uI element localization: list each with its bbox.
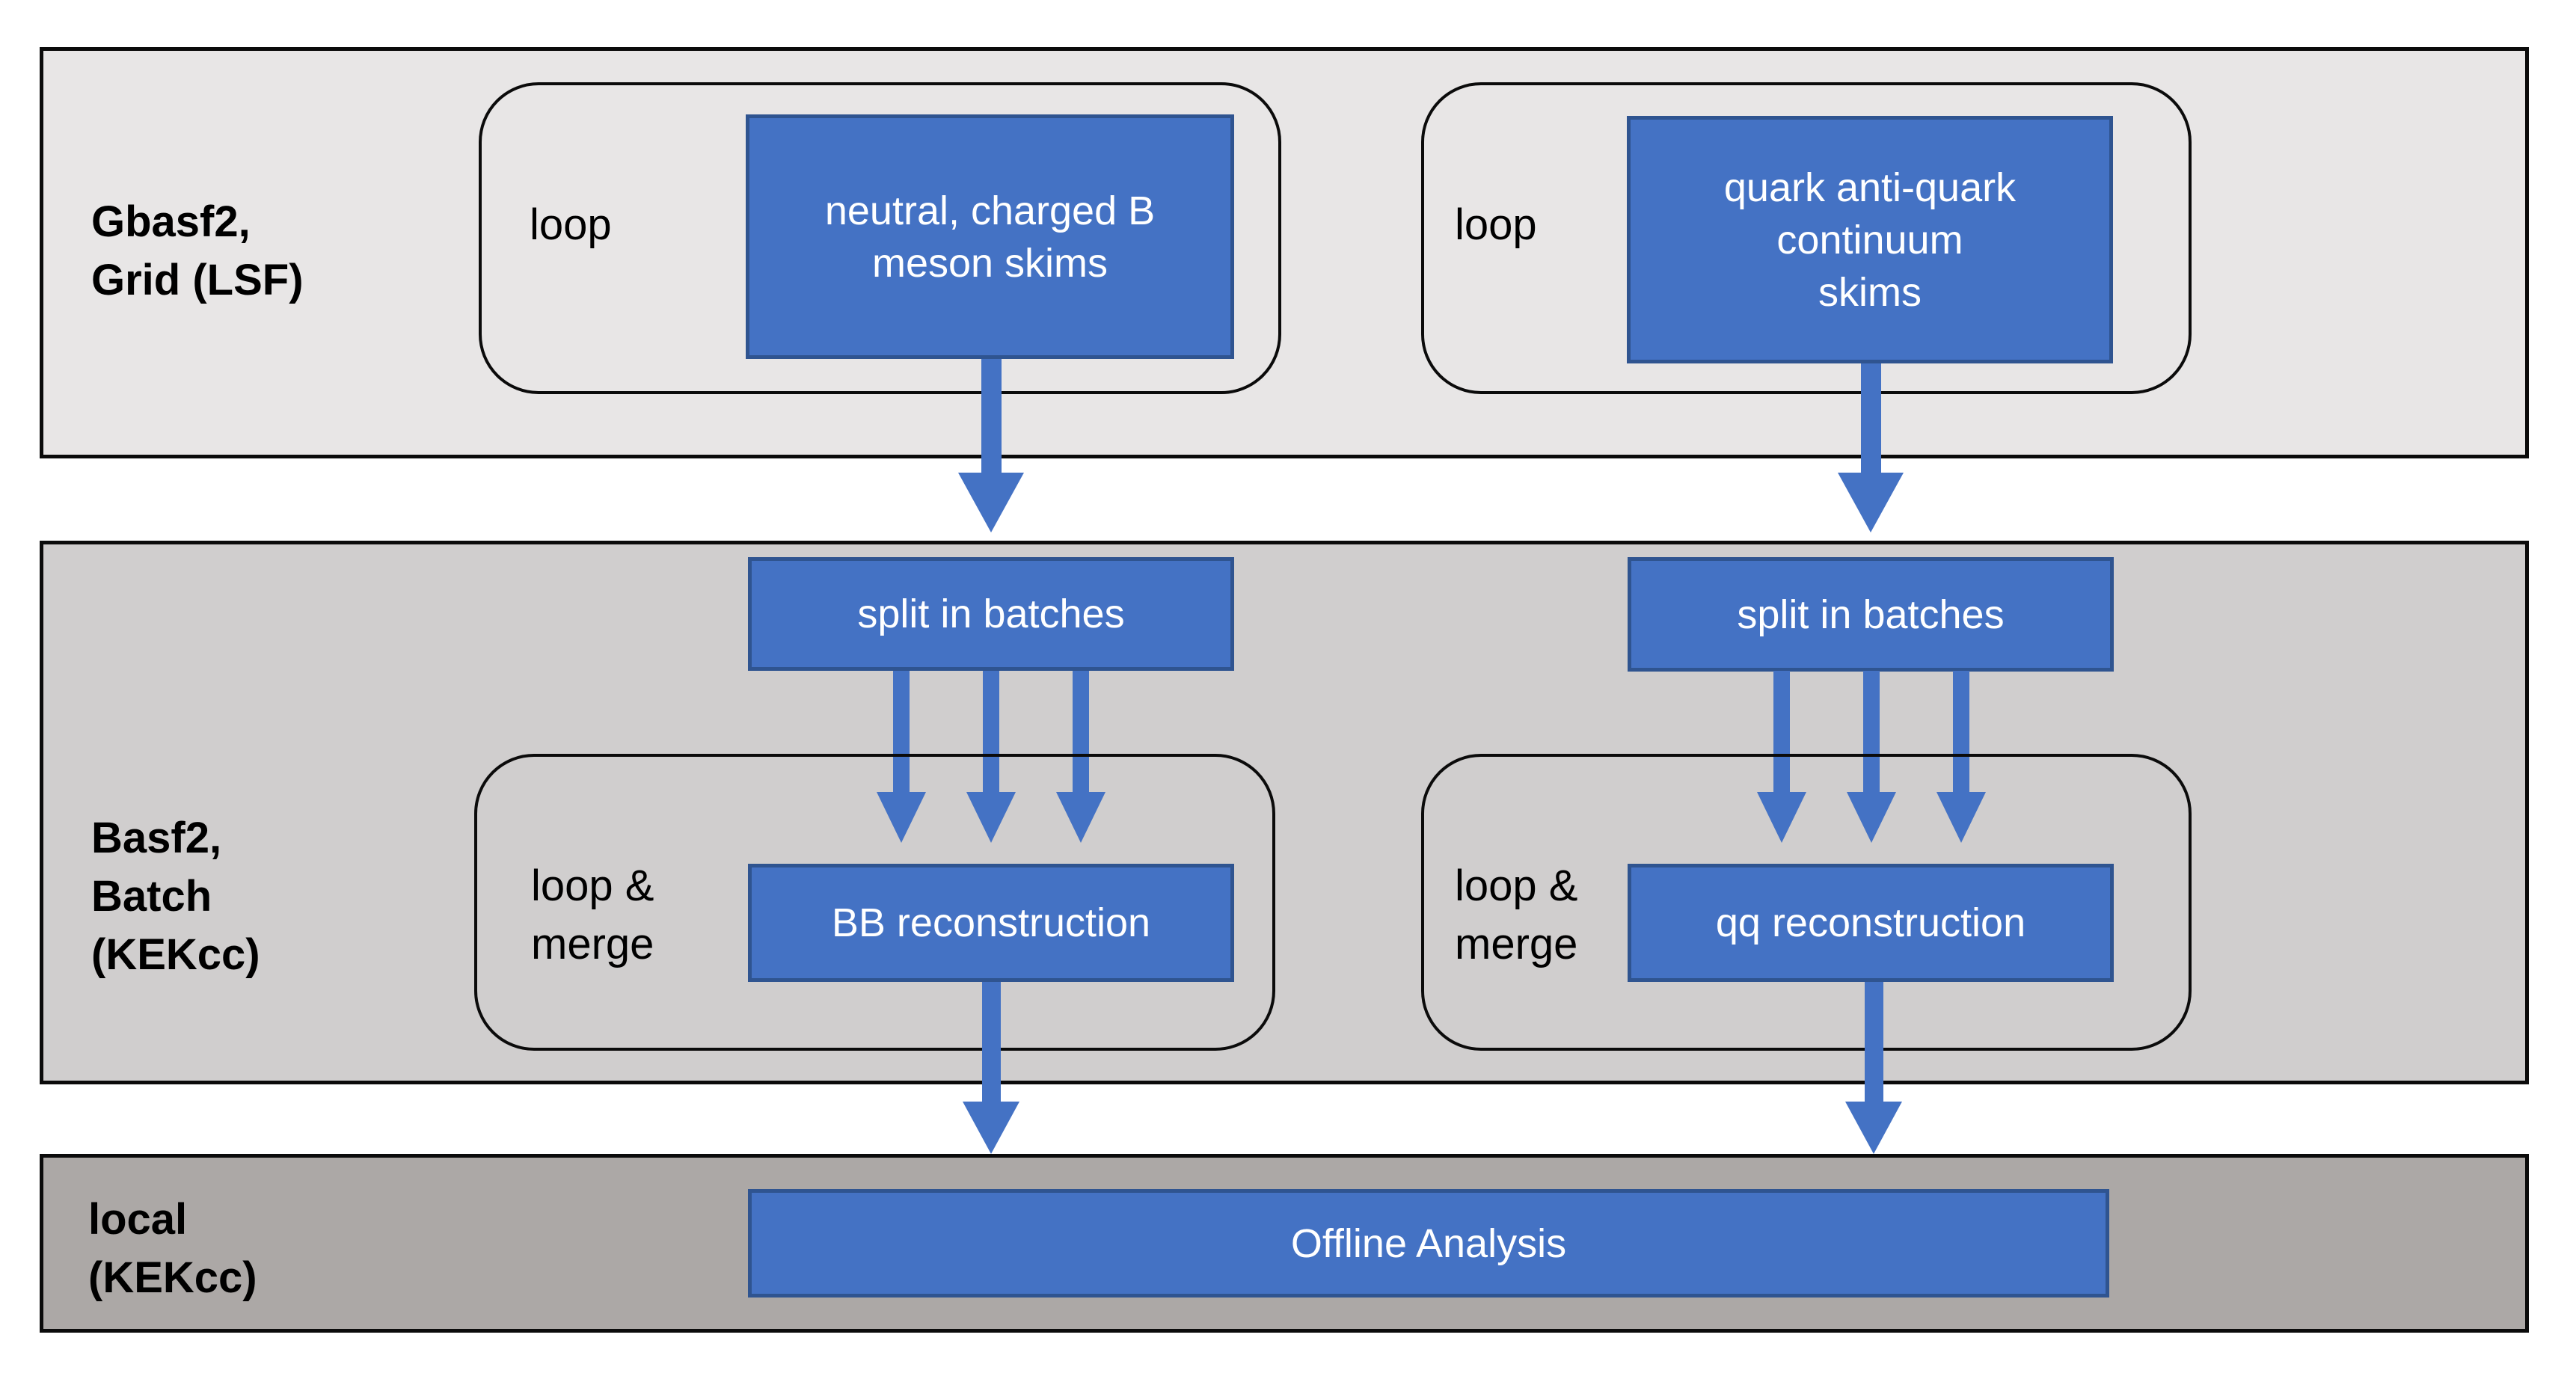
loop-container-merge-right (1421, 754, 2192, 1051)
arrow-head (1845, 1102, 1902, 1154)
arrow-skims-to-split-left-icon (958, 359, 1024, 532)
arrow-batch-right-1-icon (1757, 671, 1806, 843)
arrow-batch-right-3-icon (1936, 671, 1986, 843)
node-b-meson-skims: neutral, charged B meson skims (746, 114, 1234, 359)
arrow-batch-left-1-icon (877, 671, 926, 843)
loop-container-merge-left (474, 754, 1275, 1051)
band-grid-label: Gbasf2, Grid (LSF) (91, 197, 304, 304)
node-offline-analysis: Offline Analysis (748, 1189, 2109, 1298)
band-grid (40, 47, 2529, 458)
loop-merge-label-right: loop & merge (1455, 862, 1578, 968)
arrow-batch-left-2-icon (966, 671, 1016, 843)
arrow-head (1838, 473, 1904, 532)
arrow-recon-to-offline-left-icon (963, 982, 1019, 1154)
loop-container-skims-left (479, 82, 1281, 394)
band-local-label: local (KEKcc) (88, 1195, 257, 1302)
node-bb-reconstruction: BB reconstruction (748, 864, 1234, 982)
arrow-batch-right-2-icon (1847, 671, 1896, 843)
arrow-skims-to-split-right-icon (1838, 363, 1904, 532)
node-split-in-batches-right: split in batches (1628, 557, 2114, 672)
arrow-shaft (1860, 363, 1881, 473)
band-batch-label: Basf2, Batch (KEKcc) (91, 814, 260, 979)
arrow-shaft (1864, 982, 1883, 1102)
loop-label-right: loop (1455, 200, 1537, 249)
arrow-shaft (981, 982, 1001, 1102)
arrow-batch-left-3-icon (1056, 671, 1105, 843)
node-split-in-batches-left: split in batches (748, 557, 1234, 671)
loop-merge-label-left: loop & merge (531, 862, 654, 968)
node-continuum-skims: quark anti-quark continuum skims (1627, 116, 2113, 363)
arrow-shaft (981, 359, 1002, 473)
loop-container-skims-right (1421, 82, 2192, 394)
node-qq-reconstruction: qq reconstruction (1628, 864, 2114, 982)
loop-label-left: loop (530, 200, 612, 249)
band-batch (40, 541, 2529, 1084)
arrow-head (958, 473, 1024, 532)
arrow-recon-to-offline-right-icon (1845, 982, 1902, 1154)
arrow-head (963, 1102, 1019, 1154)
